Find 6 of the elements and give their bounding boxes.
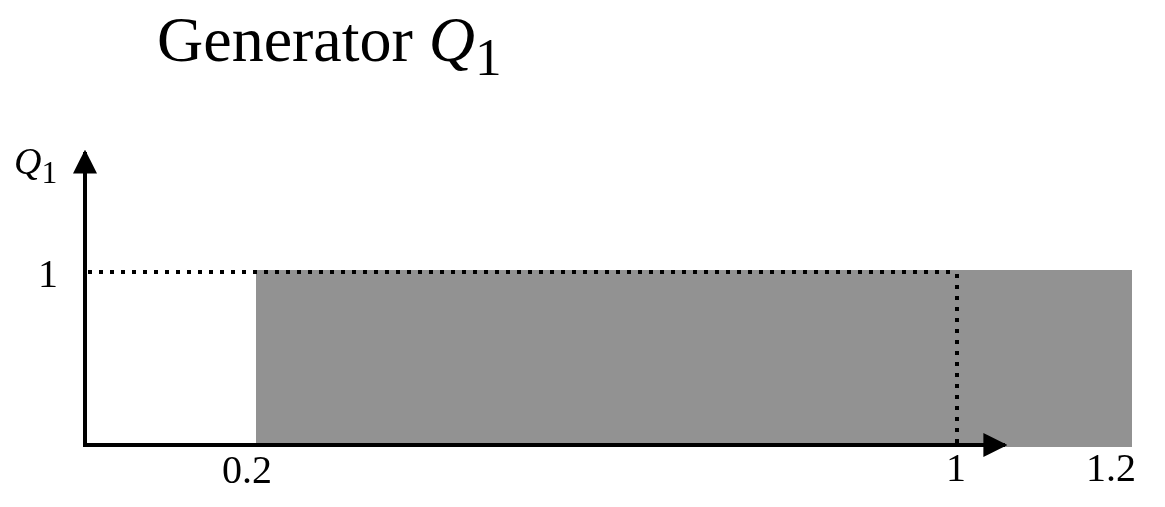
tick-label: 1 (38, 254, 58, 294)
axis-label: Q$_{1}$ (14, 142, 58, 189)
tick-label: 1 (946, 448, 966, 488)
title: Generator Q$_{1}$ (157, 8, 502, 85)
tick-label: 0.2 (222, 450, 272, 490)
tick-label: 1.2 (1086, 448, 1136, 488)
